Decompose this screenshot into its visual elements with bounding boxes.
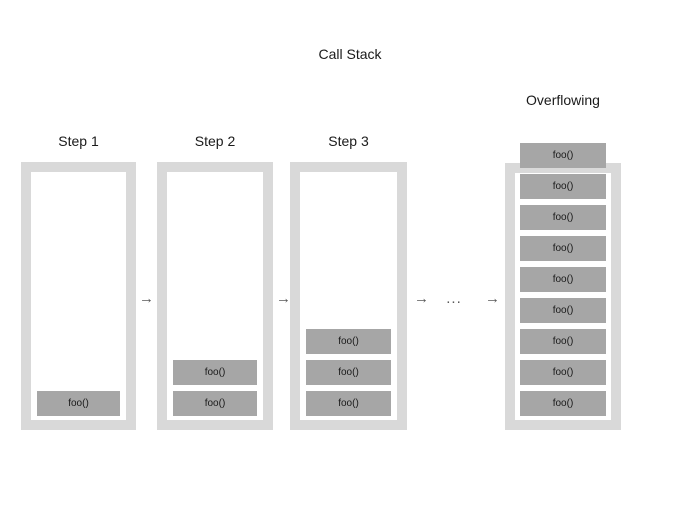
stack-frames-step-3: foo() foo() foo() xyxy=(300,329,397,416)
stack-inner-step-3: foo() foo() foo() xyxy=(300,172,397,420)
stack-frame: foo() xyxy=(306,329,391,354)
stack-container-overflowing: foo() foo() foo() foo() foo() foo() foo(… xyxy=(505,143,621,430)
stack-frame: foo() xyxy=(306,360,391,385)
stack-column-step-2: Step 2 foo() foo() xyxy=(157,0,273,525)
stack-frame: foo() xyxy=(520,298,606,323)
stack-frame: foo() xyxy=(520,205,606,230)
ellipsis-more-steps: ... xyxy=(446,290,462,307)
stack-column-overflowing: Overflowing foo() foo() foo() foo() foo(… xyxy=(505,0,621,525)
diagram-title: Call Stack xyxy=(318,46,382,62)
stack-frames-step-2: foo() foo() xyxy=(167,360,263,416)
stack-frames-overflowing: foo() foo() foo() foo() foo() foo() foo(… xyxy=(515,143,611,416)
stack-frame: foo() xyxy=(520,391,606,416)
stack-frame: foo() xyxy=(520,174,606,199)
stack-inner-overflowing: foo() foo() foo() foo() foo() foo() foo(… xyxy=(515,143,611,420)
arrow-ellipsis-to-overflowing: → xyxy=(485,290,500,307)
column-label-step-3: Step 3 xyxy=(328,133,369,149)
stack-container-step-2: foo() foo() xyxy=(157,162,273,430)
stack-inner-step-2: foo() foo() xyxy=(167,172,263,420)
stack-container-step-1: foo() xyxy=(21,162,136,430)
stack-column-step-1: Step 1 foo() xyxy=(21,0,136,525)
stack-frames-step-1: foo() xyxy=(31,391,126,416)
column-label-overflowing: Overflowing xyxy=(526,92,600,108)
arrow-step1-to-step2: → xyxy=(139,290,154,307)
stack-frame: foo() xyxy=(37,391,120,416)
stack-inner-step-1: foo() xyxy=(31,172,126,420)
stack-frame: foo() xyxy=(520,236,606,261)
stack-column-step-3: Step 3 foo() foo() foo() xyxy=(290,0,407,525)
arrow-step2-to-step3: → xyxy=(276,290,291,307)
stack-frame: foo() xyxy=(520,329,606,354)
arrow-step3-to-ellipsis: → xyxy=(414,290,429,307)
stack-container-step-3: foo() foo() foo() xyxy=(290,162,407,430)
stack-frame: foo() xyxy=(173,360,257,385)
stack-frame: foo() xyxy=(173,391,257,416)
column-label-step-1: Step 1 xyxy=(58,133,99,149)
stack-frame-overflowed: foo() xyxy=(520,143,606,168)
stack-frame: foo() xyxy=(520,360,606,385)
stack-frame: foo() xyxy=(306,391,391,416)
column-label-step-2: Step 2 xyxy=(194,133,236,149)
stack-frame: foo() xyxy=(520,267,606,292)
